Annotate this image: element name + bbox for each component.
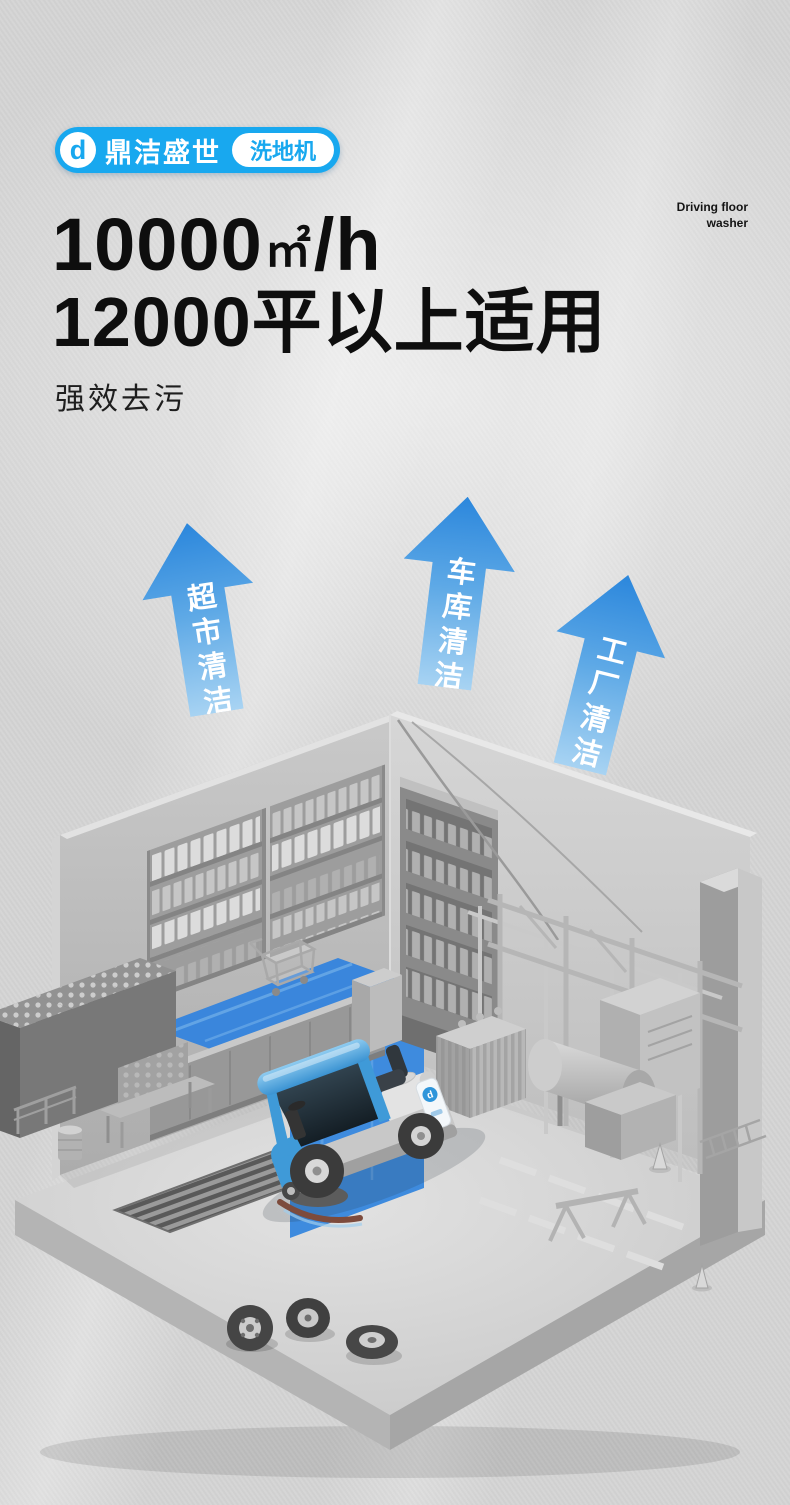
product-tag-pill: 洗地机 (232, 133, 335, 167)
traffic-cones (649, 1142, 712, 1292)
english-caption-line2: washer (706, 215, 748, 230)
spare-wheels (226, 1298, 402, 1365)
railing (13, 1085, 77, 1134)
capacity-unit: ㎡ (264, 224, 312, 276)
brand-logo-letter: d (69, 134, 87, 165)
barrel (58, 1125, 82, 1160)
machine-logo-letter: d (426, 1089, 436, 1101)
right-wall-block (700, 868, 762, 1246)
brand-name: 鼎洁盛世 (105, 137, 221, 168)
brand-logo-icon: d (60, 132, 96, 168)
hanging-cables (396, 719, 643, 941)
workbench (100, 1042, 215, 1148)
parking-markings (478, 1156, 685, 1271)
headline-capacity: 10000㎡/h (52, 206, 607, 284)
brand-badge: d 鼎洁盛世 洗地机 (55, 127, 341, 173)
corner-cabinet (400, 776, 498, 1075)
subtitle: 强效去污 (55, 383, 187, 416)
electrical-cabinet (352, 968, 402, 1052)
english-caption-line1: Driving floor (676, 200, 748, 214)
floor-scrubber-machine: d (257, 1039, 486, 1228)
industrial-equipment (436, 978, 767, 1160)
floor (15, 1055, 765, 1478)
capacity-per: /h (313, 203, 382, 286)
headline-area: 12000平以上适用 (52, 282, 607, 361)
headline: 10000㎡/h 12000平以上适用 (52, 206, 607, 361)
shopping-cart (249, 937, 317, 996)
warehouse-illustration: d (0, 711, 767, 1478)
english-caption: Driving floor washer (677, 200, 748, 231)
sawhorse (548, 1188, 647, 1242)
arrow-garage-label: 车库清洁 (427, 553, 477, 697)
capacity-value: 10000 (52, 203, 263, 286)
